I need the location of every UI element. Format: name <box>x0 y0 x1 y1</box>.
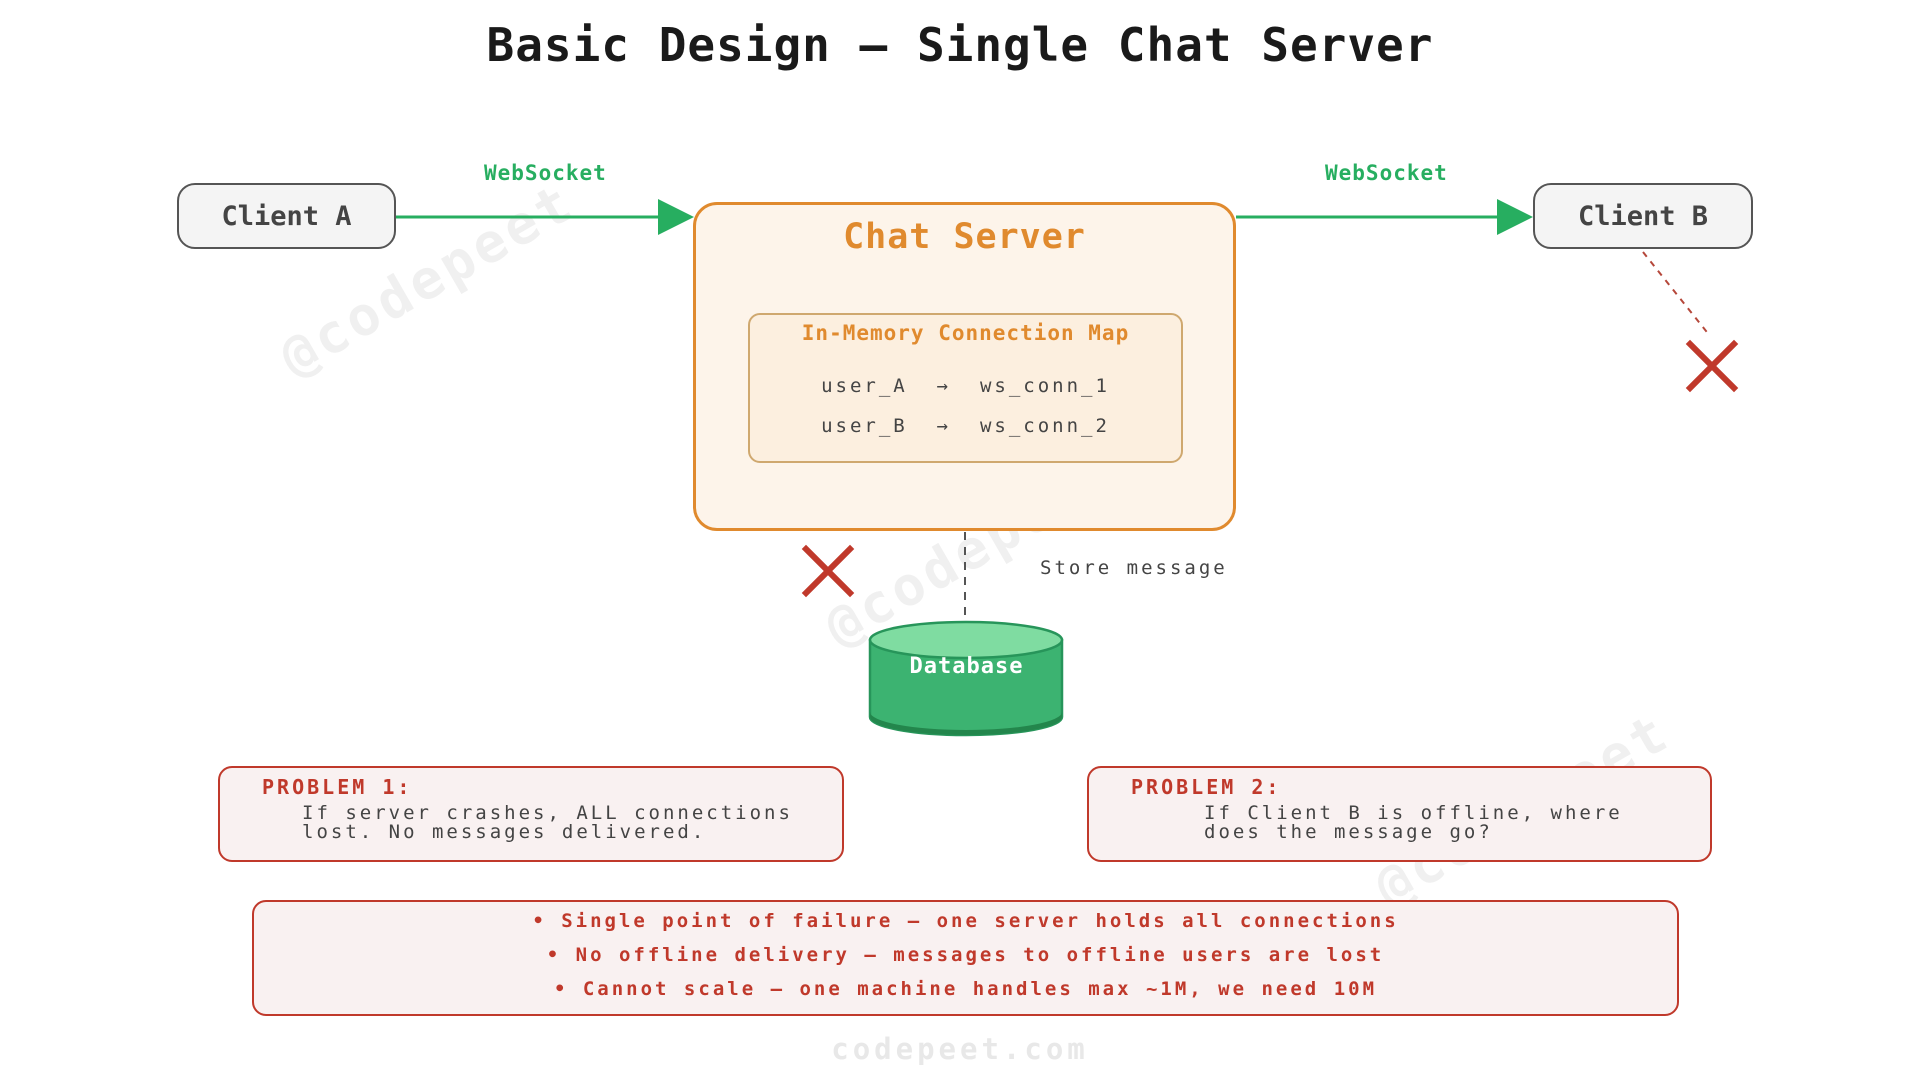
map-user: user_B <box>821 415 908 437</box>
connection-map-row: user_A → ws_conn_1 <box>750 375 1181 397</box>
client-b-label: Client B <box>1577 200 1709 232</box>
connection-map-title: In-Memory Connection Map <box>801 321 1130 345</box>
client-a-label: Client A <box>221 200 352 232</box>
page-title: Basic Design — Single Chat Server <box>486 18 1434 72</box>
summary-item: • Cannot scale — one machine handles max… <box>553 978 1378 1000</box>
map-conn: ws_conn_2 <box>979 415 1110 437</box>
map-conn: ws_conn_1 <box>979 375 1110 397</box>
websocket-label-left: WebSocket <box>484 161 607 185</box>
map-arrow: → <box>936 415 952 437</box>
client-b-node: Client B <box>1533 183 1753 249</box>
problem-2-box: PROBLEM 2: If Client B is offline, where… <box>1087 766 1712 862</box>
problem-1-title: PROBLEM 1: <box>262 775 413 799</box>
failure-x-icon <box>1685 339 1739 393</box>
websocket-label-right: WebSocket <box>1325 161 1448 185</box>
failure-x-icon <box>801 544 855 598</box>
offline-dashed-line <box>1642 251 1711 337</box>
chat-server-node: Chat Server In-Memory Connection Map use… <box>693 202 1236 531</box>
arrowhead-icon <box>658 199 694 235</box>
database-label: Database <box>909 654 1024 679</box>
store-message-label: Store message <box>1040 557 1228 579</box>
connection-map: In-Memory Connection Map user_A → ws_con… <box>748 313 1183 463</box>
summary-item: • Single point of failure — one server h… <box>532 910 1399 932</box>
summary-box: • Single point of failure — one server h… <box>252 900 1679 1016</box>
footer-brand: codepeet.com <box>831 1032 1089 1066</box>
chat-server-title: Chat Server <box>843 217 1086 257</box>
client-a-node: Client A <box>177 183 396 249</box>
problem-1-body: If server crashes, ALL connections lost.… <box>302 802 793 843</box>
database-icon <box>868 620 1064 737</box>
arrowhead-icon <box>1497 199 1533 235</box>
problem-2-body: If Client B is offline, where does the m… <box>1204 802 1623 843</box>
summary-item: • No offline delivery — messages to offl… <box>546 944 1385 966</box>
map-arrow: → <box>936 375 952 397</box>
problem-2-title: PROBLEM 2: <box>1131 775 1282 799</box>
problem-1-box: PROBLEM 1: If server crashes, ALL connec… <box>218 766 844 862</box>
connection-map-row: user_B → ws_conn_2 <box>750 415 1181 437</box>
map-user: user_A <box>821 375 908 397</box>
